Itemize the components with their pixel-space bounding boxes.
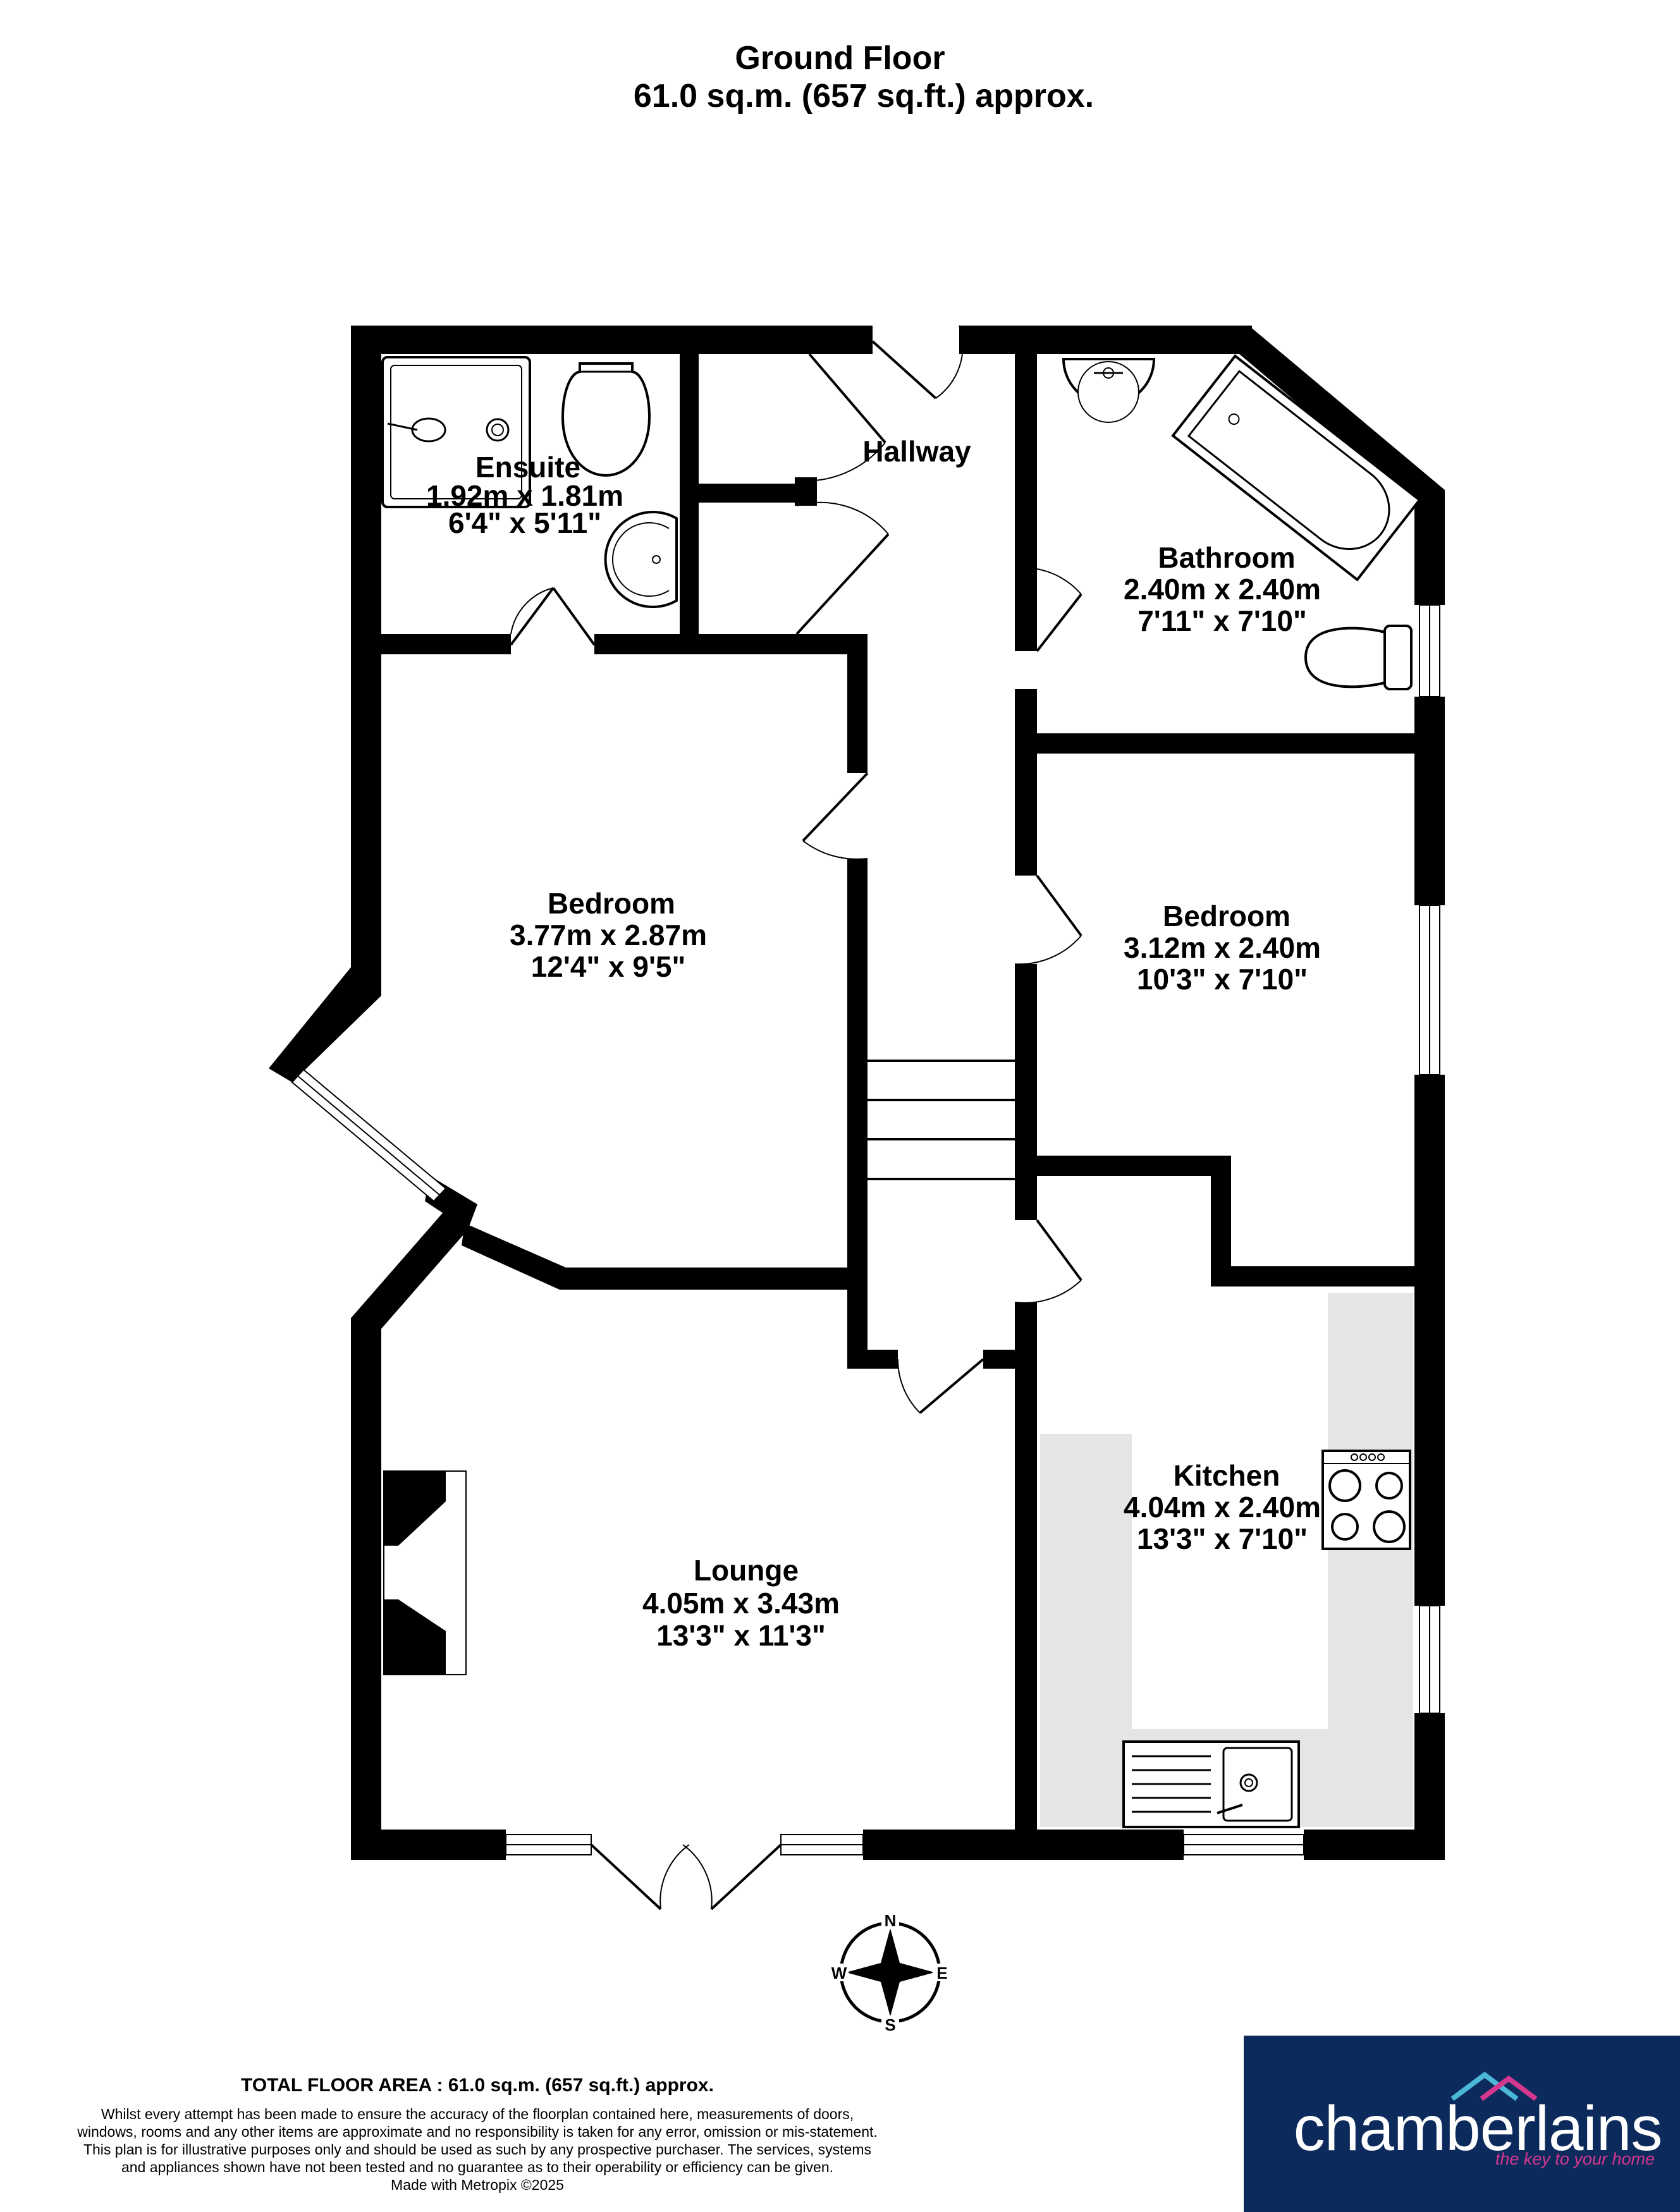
compass-e: E — [936, 1964, 947, 1983]
kitchen-sink — [1122, 1740, 1300, 1828]
compass-w: W — [831, 1964, 847, 1983]
ensuite-basin — [604, 511, 678, 608]
compass-s: S — [885, 2015, 895, 2034]
room-ensuite-imperial: 6'4" x 5'11" — [448, 506, 601, 539]
shower-tray — [381, 356, 531, 508]
room-kitchen-imperial: 13'3" x 7'10" — [1137, 1522, 1308, 1555]
plan-footer: TOTAL FLOOR AREA : 61.0 sq.m. (657 sq.ft… — [63, 2074, 892, 2194]
disclaimer-text: Whilst every attempt has been made to en… — [77, 2106, 878, 2175]
room-bedroom-2: Bedroom 3.12m x 2.40m 10'3" x 7'10" — [1124, 900, 1321, 996]
room-hallway-name: Hallway — [862, 435, 971, 468]
bath-tub — [1171, 354, 1421, 582]
room-lounge: Lounge 4.05m x 3.43m 13'3" x 11'3" — [642, 1554, 840, 1652]
room-bathroom-imperial: 7'11" x 7'10" — [1137, 604, 1307, 637]
brand-logo-panel: chamberlains the key to your home — [1244, 2036, 1680, 2212]
room-bedroom-2-metric: 3.12m x 2.40m — [1124, 931, 1321, 964]
room-hallway: Hallway — [862, 435, 971, 468]
walls — [269, 326, 1445, 1860]
plan-header: Ground Floor 61.0 sq.m. (657 sq.ft.) app… — [0, 39, 1680, 115]
bathroom-basin — [1062, 358, 1156, 423]
room-ensuite: Ensuite 1.92m x 1.81m 6'4" x 5'11" — [426, 451, 623, 539]
room-bathroom: Bathroom 2.40m x 2.40m 7'11" x 7'10" — [1124, 541, 1321, 637]
room-bedroom-1: Bedroom 3.77m x 2.87m 12'4" x 9'5" — [510, 887, 707, 983]
room-bedroom-2-name: Bedroom — [1163, 900, 1291, 932]
doors — [510, 325, 1082, 1910]
compass-star-icon — [846, 1928, 935, 2017]
room-lounge-imperial: 13'3" x 11'3" — [656, 1619, 826, 1652]
house-roof-icon — [1450, 2072, 1538, 2101]
room-bedroom-1-metric: 3.77m x 2.87m — [510, 919, 707, 951]
ensuite-wc — [561, 362, 651, 477]
fireplace — [383, 1470, 467, 1675]
brand-name: chamberlains — [1293, 2093, 1663, 2164]
room-lounge-name: Lounge — [694, 1554, 799, 1587]
room-ensuite-name: Ensuite — [475, 451, 580, 484]
room-bathroom-name: Bathroom — [1158, 541, 1295, 574]
total-floor-area: TOTAL FLOOR AREA : 61.0 sq.m. (657 sq.ft… — [241, 2075, 714, 2096]
room-kitchen-name: Kitchen — [1174, 1459, 1280, 1492]
compass-n: N — [885, 1911, 897, 1930]
room-bathroom-metric: 2.40m x 2.40m — [1124, 573, 1321, 606]
bathroom-wc — [1304, 625, 1413, 690]
room-lounge-metric: 4.05m x 3.43m — [642, 1587, 840, 1620]
kitchen-hob — [1321, 1450, 1411, 1550]
made-with-credit: Made with Metropix ©2025 — [391, 2177, 564, 2193]
floor-area: 61.0 sq.m. (657 sq.ft.) approx. — [633, 78, 1094, 114]
room-labels: Ensuite 1.92m x 1.81m 6'4" x 5'11" Hallw… — [426, 435, 1321, 1652]
compass: N S W E — [831, 1911, 950, 2034]
room-bedroom-2-imperial: 10'3" x 7'10" — [1137, 963, 1308, 996]
room-ensuite-metric: 1.92m x 1.81m — [426, 479, 623, 512]
stairs — [868, 1060, 1015, 1180]
brand-tagline: the key to your home — [1495, 2149, 1655, 2168]
floor-title: Ground Floor — [735, 40, 945, 76]
room-kitchen-metric: 4.04m x 2.40m — [1124, 1491, 1321, 1524]
room-kitchen: Kitchen 4.04m x 2.40m 13'3" x 7'10" — [1124, 1459, 1321, 1555]
room-bedroom-1-imperial: 12'4" x 9'5" — [531, 950, 686, 983]
room-bedroom-1-name: Bedroom — [548, 887, 675, 920]
